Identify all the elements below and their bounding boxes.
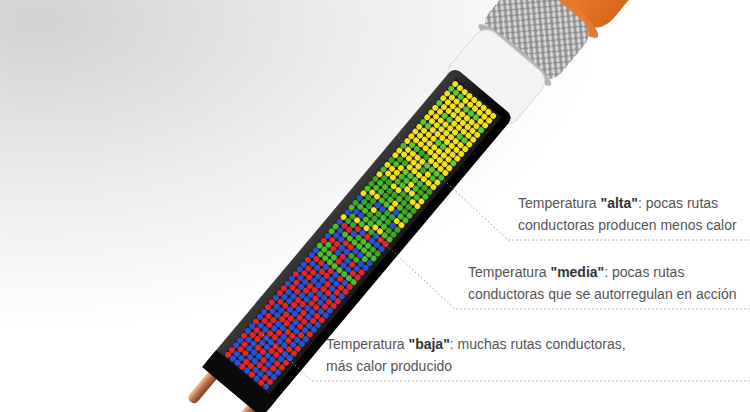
label-emphasis: "alta" (601, 195, 638, 211)
callout-label: Temperatura"alta": pocas rutas conductor… (518, 192, 746, 236)
label-text: Temperatura (518, 195, 597, 211)
callout-label: Temperatura"media": pocas rutas conducto… (468, 261, 746, 305)
leader-lines (262, 134, 750, 381)
particle-dot (489, 112, 497, 120)
label-emphasis: "baja" (409, 336, 450, 352)
callout-label: Temperatura"baja": muchas rutas conducto… (326, 333, 644, 377)
label-text: Temperatura (326, 336, 405, 352)
label-emphasis: "media" (551, 264, 605, 280)
label-text: Temperatura (468, 264, 547, 280)
